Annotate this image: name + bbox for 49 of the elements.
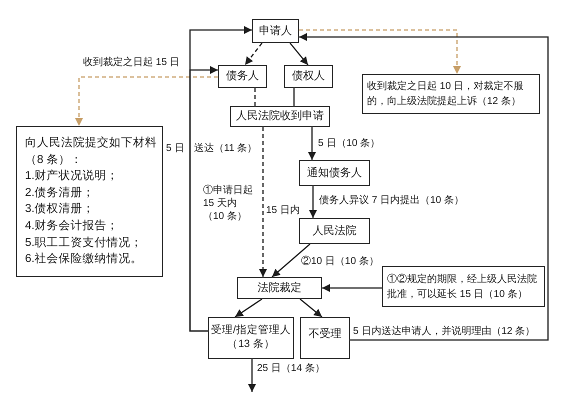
note-box bbox=[382, 266, 545, 307]
arrow bbox=[290, 42, 308, 66]
arrow bbox=[322, 284, 382, 292]
arrow bbox=[309, 186, 317, 218]
arrow bbox=[272, 244, 310, 278]
process-box bbox=[299, 218, 370, 244]
list-item: 5.职工工资支付情况； bbox=[25, 236, 143, 251]
box-text: 债权人 bbox=[292, 69, 325, 84]
box-text: 通知债务人 bbox=[307, 166, 362, 180]
box-text: 申请人 bbox=[259, 24, 292, 38]
arrow bbox=[299, 33, 549, 341]
list-item: 4.财务会计报告； bbox=[25, 218, 119, 234]
box-text: ①②规定的期限，经上级人民法院批准，可以延长 15 日（10 条） bbox=[387, 272, 538, 302]
dashed-arrow bbox=[75, 76, 218, 126]
arrow bbox=[308, 127, 316, 160]
arrow bbox=[248, 359, 256, 392]
list-box bbox=[16, 126, 163, 277]
process-box bbox=[208, 317, 294, 359]
process-box bbox=[237, 277, 322, 299]
box-text: 收到裁定之日起 10 日，对裁定不服的，向上级法院提起上诉（12 条） bbox=[367, 80, 525, 109]
dashed-arrow bbox=[259, 127, 267, 277]
process-box bbox=[300, 317, 350, 359]
annotation-text: 5 日 bbox=[166, 142, 184, 155]
list-item: 1.财产状况说明； bbox=[25, 168, 119, 184]
box-heading: 向人民法院提交如下材料（8 条）： bbox=[25, 135, 158, 168]
list-item: 2.债务清册； bbox=[25, 186, 95, 201]
process-box bbox=[230, 106, 330, 127]
edge-label: 收到裁定之日起 15 日 bbox=[83, 56, 180, 69]
arrow bbox=[189, 66, 218, 332]
list-item: 6.社会保险缴纳情况。 bbox=[25, 252, 143, 268]
arrow bbox=[300, 298, 322, 318]
dashed-arrow bbox=[299, 29, 461, 74]
process-box bbox=[284, 65, 333, 88]
box-text: 受理/指定管理人（13 条） bbox=[211, 324, 291, 352]
note-box bbox=[362, 74, 540, 114]
box-text: 债务人 bbox=[226, 69, 259, 84]
box-text: 人民法院 bbox=[312, 224, 356, 238]
box-text: 不受理 bbox=[308, 327, 342, 342]
process-box bbox=[299, 160, 370, 186]
list-item: 3.债权清册； bbox=[25, 202, 95, 218]
box-text: 人民法院收到申请 bbox=[236, 109, 324, 124]
process-box bbox=[218, 65, 267, 88]
annotation-text: 15 日内 bbox=[266, 204, 300, 217]
connector-line bbox=[293, 88, 295, 106]
arrow bbox=[234, 298, 262, 318]
box-text: 法院裁定 bbox=[258, 280, 302, 296]
process-box bbox=[252, 19, 299, 43]
dashed-arrow bbox=[244, 42, 263, 66]
dashed-connector-line bbox=[254, 88, 256, 106]
